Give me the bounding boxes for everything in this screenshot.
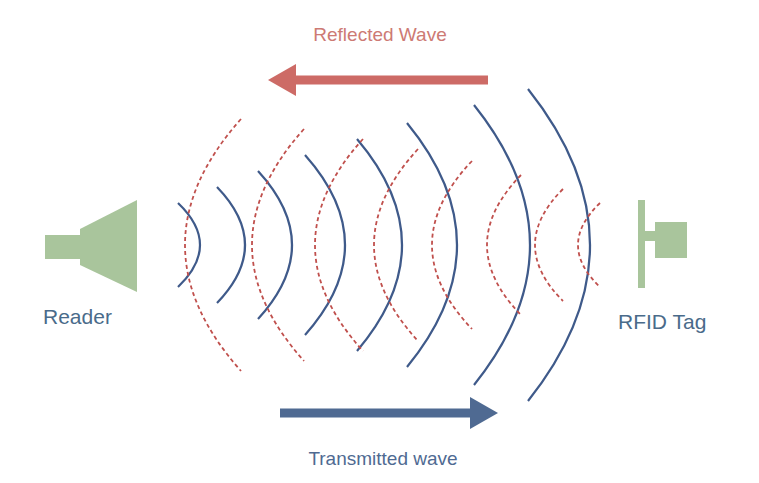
wave-label: Transmitted wave <box>308 448 457 470</box>
transmitted-wavefront <box>357 139 402 351</box>
node-icon <box>612 195 737 310</box>
transmitted-wavefront <box>407 123 457 367</box>
reflected-wavefront <box>185 119 241 371</box>
transmitted-wavefront <box>305 155 345 335</box>
reflected-wavefront <box>578 203 600 287</box>
antenna-feed <box>45 235 81 259</box>
transmitted-wavefront <box>474 105 530 385</box>
reflected-wavefront <box>252 129 304 361</box>
tag-antenna <box>638 200 645 288</box>
reflected-arrow <box>268 64 488 96</box>
transmitted-wavefront <box>528 89 590 401</box>
reflected-wavefront <box>374 149 418 341</box>
reflected-wavefront <box>432 161 472 329</box>
node-label: RFID Tag <box>618 310 737 334</box>
rfid-tag: RFID Tag <box>612 195 737 334</box>
node-label: Reader <box>43 305 150 329</box>
wave-fronts <box>178 89 600 401</box>
reader-antenna: Reader <box>40 195 150 329</box>
arrow-head <box>470 397 498 429</box>
wave-label: Reflected Wave <box>313 24 446 46</box>
antenna-horn <box>80 200 137 292</box>
reflected-wavefront <box>315 139 363 351</box>
arrow-shaft <box>292 76 488 85</box>
tag-chip <box>655 222 687 258</box>
transmitted-wavefront <box>217 187 245 303</box>
transmitted-wavefront <box>178 203 200 287</box>
arrow-head <box>268 64 296 96</box>
node-icon <box>40 195 150 305</box>
reflected-wavefront <box>487 175 521 315</box>
reflected-wavefront <box>535 189 563 301</box>
arrow-shaft <box>280 409 474 418</box>
transmitted-arrow <box>280 397 498 429</box>
